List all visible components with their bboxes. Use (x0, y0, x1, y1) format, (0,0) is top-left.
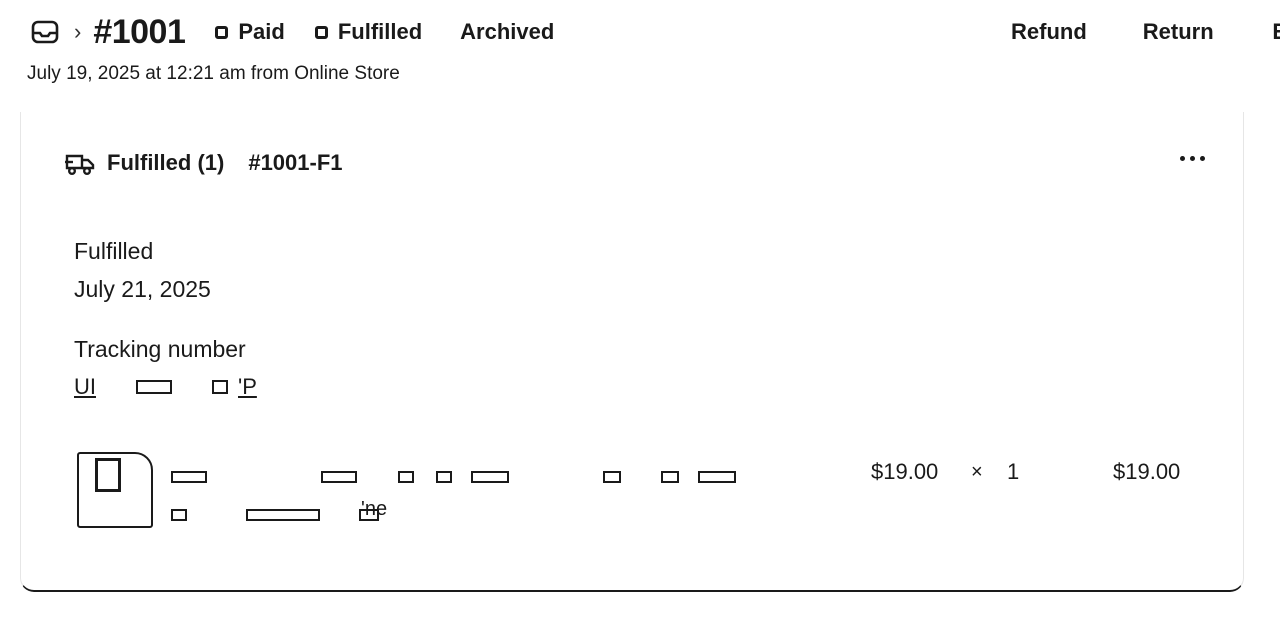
status-badge-label: Paid (238, 19, 285, 44)
product-thumbnail[interactable] (77, 452, 153, 528)
header-actions: Refund Return E (1011, 12, 1280, 52)
edit-button[interactable]: E (1270, 19, 1280, 45)
return-button[interactable]: Return (1142, 19, 1214, 44)
redacted-block (359, 509, 379, 521)
quantity: 1 (1007, 459, 1020, 484)
redacted-block (603, 471, 621, 483)
status-badge-fulfilled: Fulfilled (314, 19, 423, 45)
fulfillment-card: Fulfilled (1) #1001-F1 Fulfilled July 21… (20, 112, 1244, 592)
order-subtitle: July 19, 2025 at 12:21 am from Online St… (27, 63, 400, 84)
order-header: › #1001 Paid Fulfilled Archived (30, 12, 554, 52)
tracking-prefix: UI (74, 374, 96, 399)
status-badge-label: Fulfilled (337, 19, 423, 44)
unit-price: $19.00 (871, 459, 939, 484)
refund-button[interactable]: Refund (1011, 19, 1087, 44)
redacted-block (436, 471, 452, 483)
truck-icon (65, 154, 95, 176)
status-dot-icon (314, 25, 328, 39)
product-variant: 'ne (361, 498, 388, 520)
fulfillment-date: July 21, 2025 (74, 276, 211, 302)
fulfillment-status: Fulfilled (74, 238, 154, 264)
status-badge-archived: Archived (460, 19, 555, 44)
redacted-block (171, 471, 207, 483)
redacted-block (321, 471, 357, 483)
product-name-link[interactable] (171, 467, 771, 537)
fulfillment-title: Fulfilled (1) (107, 150, 225, 175)
breadcrumb-separator: › (74, 19, 82, 44)
redacted-block (212, 380, 228, 394)
line-total: $19.00 (1113, 459, 1181, 484)
multiply-sign: × (971, 461, 983, 483)
redacted-block (471, 471, 509, 483)
status-badge-paid: Paid (215, 19, 285, 45)
tracking-number-link[interactable]: UI 'P (74, 374, 257, 400)
tracking-label: Tracking number (74, 336, 246, 362)
redacted-block (398, 471, 414, 483)
redacted-block (246, 509, 320, 521)
fulfillment-card-header: Fulfilled (1) #1001-F1 (65, 150, 343, 176)
status-dot-icon (215, 25, 229, 39)
page-title: #1001 (93, 12, 186, 51)
redacted-block (171, 509, 187, 521)
redacted-block (661, 471, 679, 483)
more-icon[interactable] (1180, 156, 1205, 161)
redacted-block (698, 471, 736, 483)
inbox-icon[interactable] (30, 17, 60, 47)
tracking-suffix: 'P (238, 374, 257, 399)
fulfillment-id: #1001-F1 (248, 150, 343, 175)
redacted-block (136, 380, 172, 394)
